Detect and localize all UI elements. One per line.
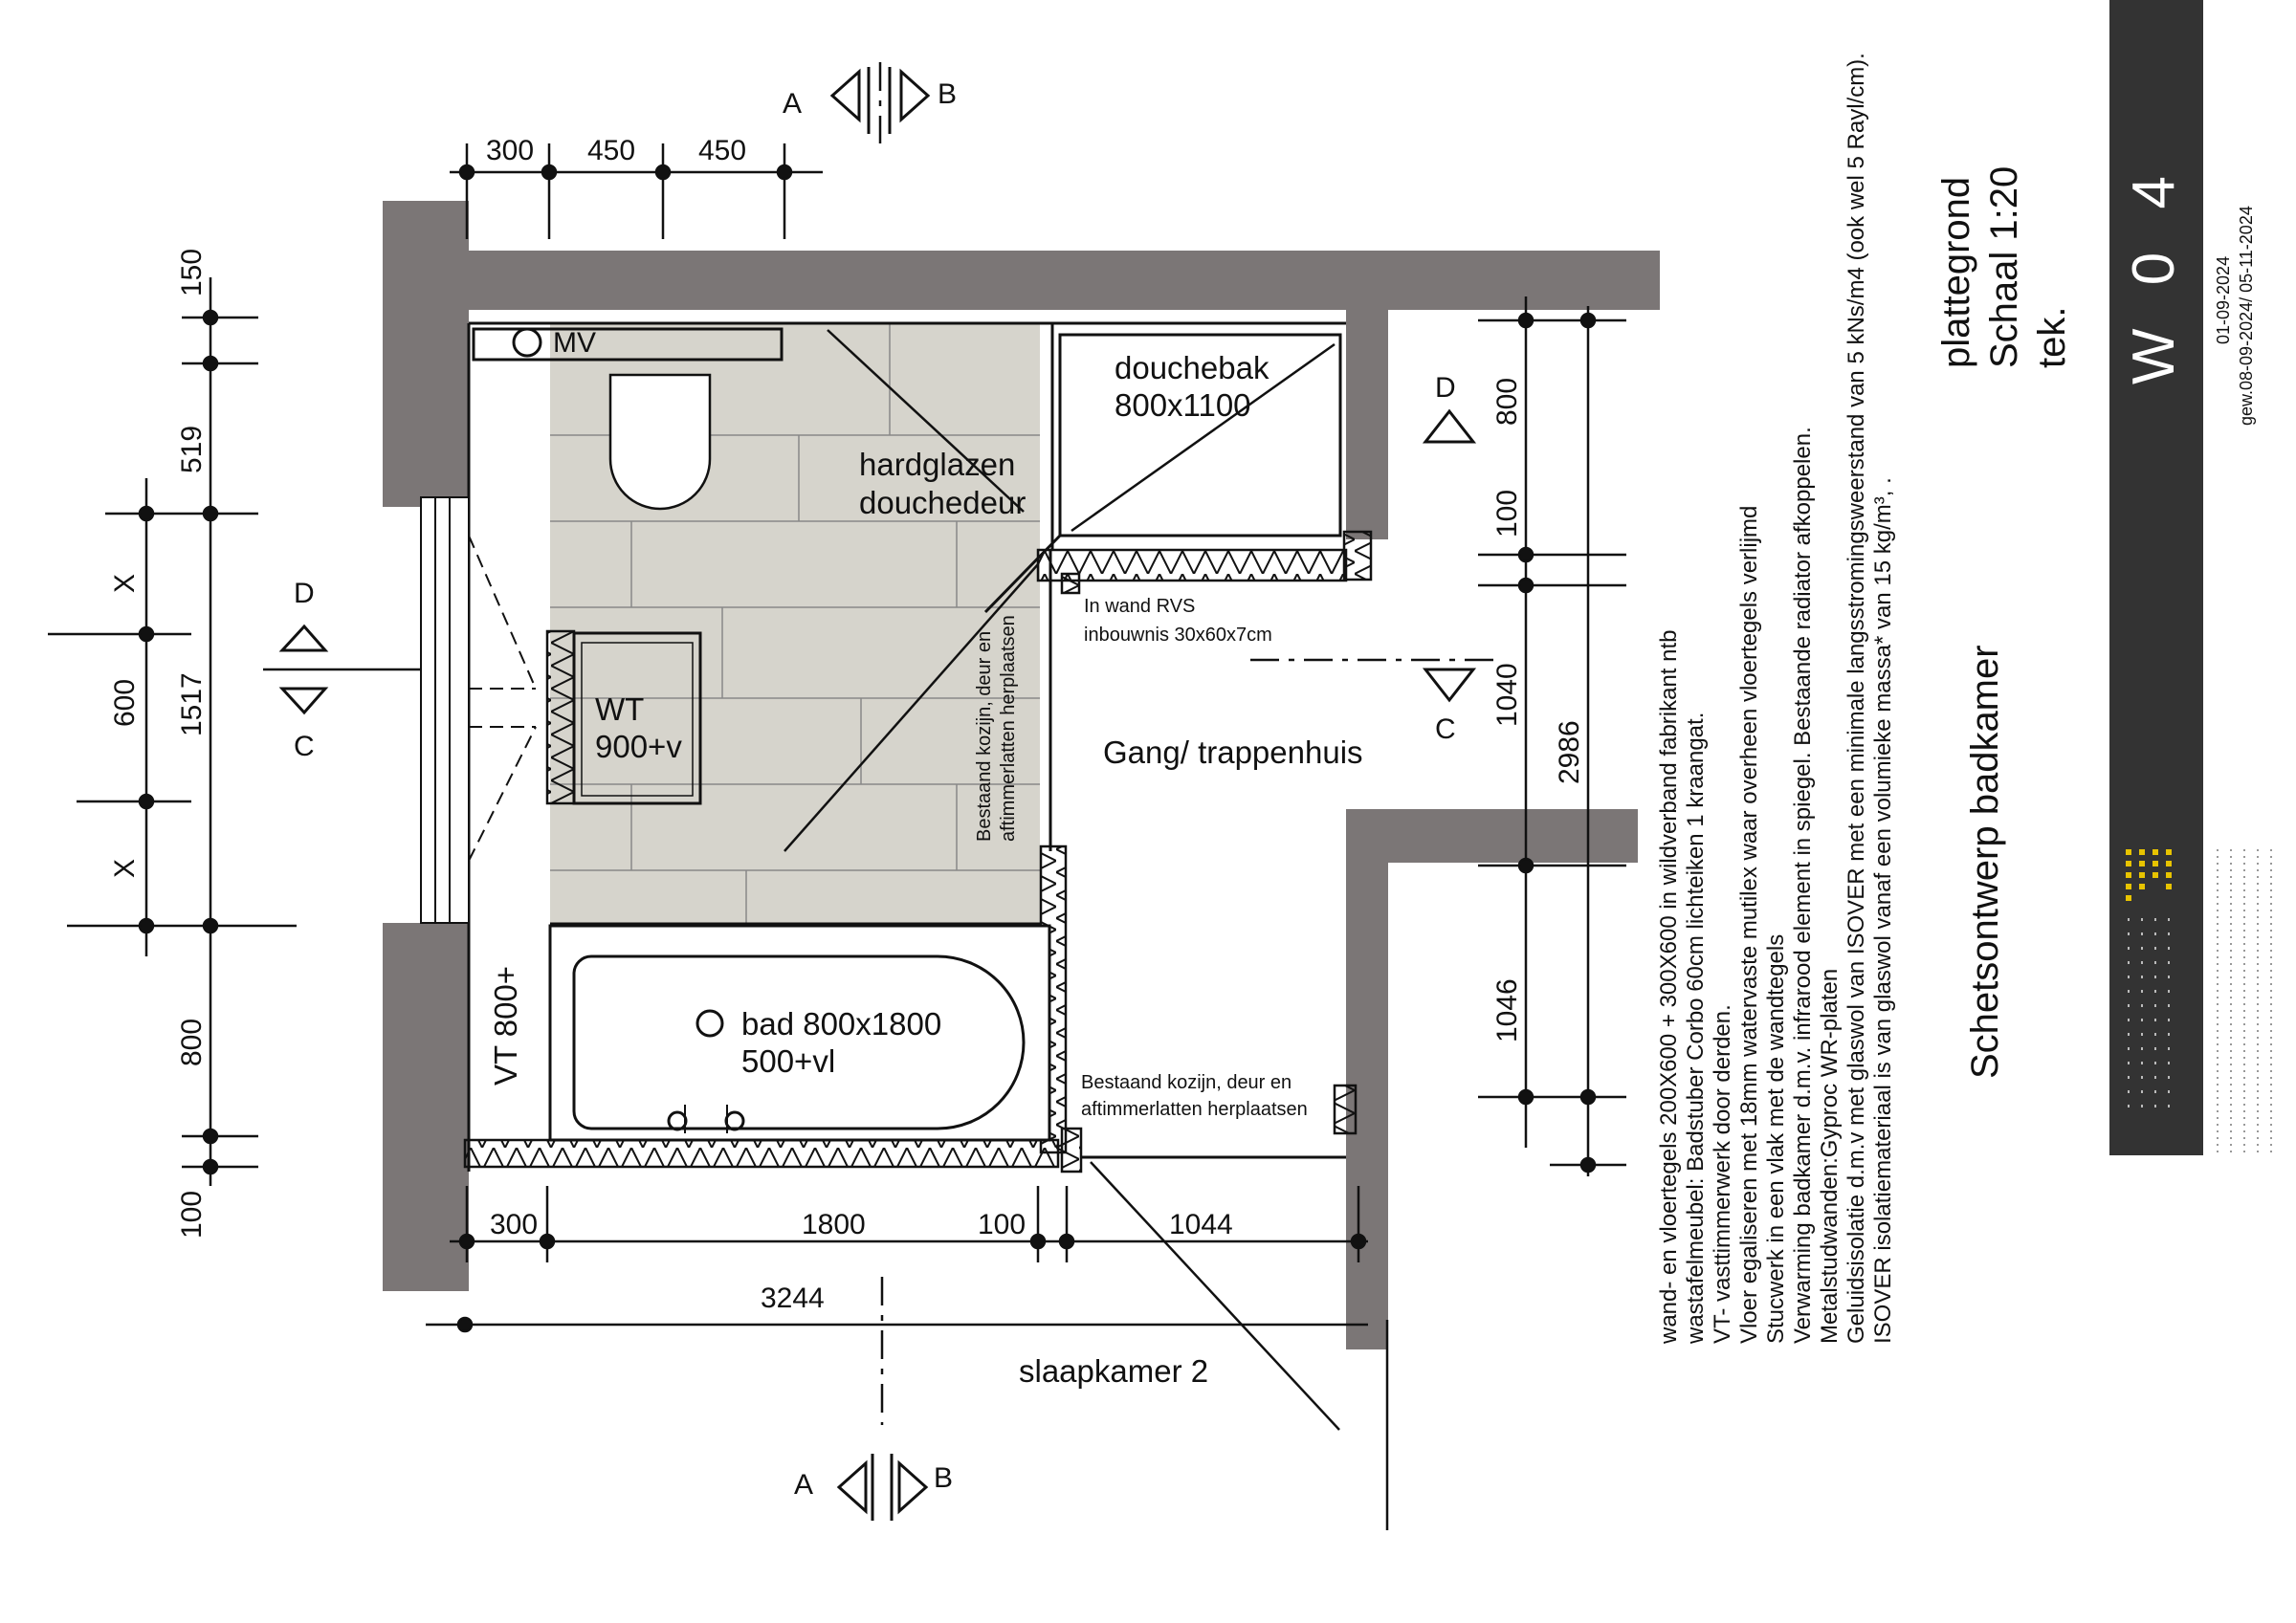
dim-top-450-a: 450 bbox=[587, 135, 635, 166]
note-8: Geluidsisolatie d.m.v met glaswol van IS… bbox=[1843, 53, 1869, 1344]
dim-bottom-100: 100 bbox=[978, 1209, 1026, 1240]
washbasin-label: WT bbox=[595, 691, 644, 727]
dim-left-x-b: X bbox=[109, 859, 141, 878]
section-d-right: D bbox=[1435, 372, 1456, 404]
mv-duct bbox=[472, 327, 784, 362]
dim-bottom-1044: 1044 bbox=[1169, 1209, 1233, 1240]
dim-left-600: 600 bbox=[109, 679, 141, 727]
shower-door-lines bbox=[784, 329, 1340, 1431]
frame-label-v1: Bestaand kozijn, deur en bbox=[974, 631, 995, 842]
vt-label: VT 800+ bbox=[488, 966, 523, 1086]
title-block bbox=[2109, 0, 2203, 1155]
frame-label-v2: aftimmerlatten herplaatsen bbox=[998, 615, 1019, 842]
wall-right-lower bbox=[1346, 809, 1388, 1349]
note-7: Metalstudwanden:Gyproc WR-platen bbox=[1817, 969, 1843, 1344]
toilet-bowl bbox=[608, 373, 712, 511]
dim-right-2986: 2986 bbox=[1554, 720, 1585, 784]
title-scale: Schaal 1:20 bbox=[1983, 166, 2025, 368]
bathtub bbox=[548, 924, 1051, 1142]
washbasin bbox=[545, 629, 702, 805]
title-plan: plattegrond bbox=[1935, 177, 1977, 368]
section-d-left: D bbox=[294, 578, 315, 609]
dimension-texts: 300 450 450 150 519 1517 800 100 X 600 X… bbox=[109, 135, 1585, 1314]
room-labels: MV douchebak 800x1100 hardglazen douched… bbox=[488, 327, 1363, 1389]
existing-walls bbox=[383, 201, 1660, 1349]
frame-label-h1: Bestaand kozijn, deur en bbox=[1081, 1072, 1292, 1093]
note-3: VT- vasttimmerwerk door derden. bbox=[1710, 1004, 1735, 1344]
note-1: wand- en vloertegels 200X600 + 300X600 i… bbox=[1656, 629, 1682, 1345]
bath-label: bad 800x1800 bbox=[741, 1006, 941, 1042]
shower-tray bbox=[1058, 333, 1342, 537]
niche-label-2: inbouwnis 30x60x7cm bbox=[1084, 625, 1272, 646]
wall-right-upper bbox=[1346, 310, 1388, 539]
note-5: Stucwerk in een vlak met de wandtegels bbox=[1763, 934, 1789, 1344]
wall-left-upper bbox=[383, 201, 469, 507]
shower-size-label: 800x1100 bbox=[1115, 387, 1251, 423]
wall-left-lower bbox=[383, 923, 469, 1291]
dim-right-800: 800 bbox=[1491, 378, 1523, 426]
dim-left-150: 150 bbox=[176, 249, 208, 296]
bedroom-label: slaapkamer 2 bbox=[1019, 1353, 1208, 1389]
tile-area bbox=[550, 323, 1040, 924]
hallway-label: Gang/ trappenhuis bbox=[1103, 735, 1363, 770]
note-2: wastafelmeubel: Badstuber Corbo 60cm lic… bbox=[1683, 713, 1709, 1345]
shower-label: douchebak bbox=[1115, 350, 1269, 385]
niche-label-1: In wand RVS bbox=[1084, 596, 1195, 617]
washbasin-height-label: 900+v bbox=[595, 729, 682, 764]
design-title: Schetsontwerp badkamer bbox=[1964, 645, 2006, 1079]
note-9: ISOVER isolatiemateriaal is van glaswol … bbox=[1870, 477, 1896, 1344]
glass-door-label-1: hardglazen bbox=[859, 447, 1015, 482]
dim-right-1040: 1040 bbox=[1491, 663, 1523, 727]
dim-bottom-300: 300 bbox=[490, 1209, 538, 1240]
notes: wand- en vloertegels 200X600 + 300X600 i… bbox=[1656, 53, 1896, 1345]
dim-left-800: 800 bbox=[176, 1019, 208, 1066]
wall-mid-right bbox=[1346, 809, 1638, 863]
dim-left-x-a: X bbox=[109, 574, 141, 593]
section-b-bottom: B bbox=[934, 1462, 953, 1494]
dim-right-100: 100 bbox=[1491, 490, 1523, 537]
frame-label-h2: aftimmerlatten herplaatsen bbox=[1081, 1099, 1308, 1120]
section-symbols bbox=[278, 67, 1477, 1521]
window bbox=[420, 496, 537, 924]
dim-top-450-b: 450 bbox=[698, 135, 746, 166]
dimension-lines bbox=[48, 62, 1626, 1530]
section-c-right: C bbox=[1435, 713, 1456, 745]
section-a-top: A bbox=[783, 88, 802, 120]
dim-bottom-1800: 1800 bbox=[802, 1209, 866, 1240]
dim-top-300: 300 bbox=[486, 135, 534, 166]
section-c-left: C bbox=[294, 731, 315, 762]
title-texts: plattegrond Schaal 1:20 tek. Schetsontwe… bbox=[1935, 166, 2073, 1079]
note-4: Vloer egaliseren met 18mm watervaste mut… bbox=[1736, 506, 1762, 1344]
title-tek: tek. bbox=[2031, 307, 2073, 368]
glass-door-label-2: douchedeur bbox=[859, 485, 1026, 520]
mv-label: MV bbox=[553, 327, 596, 359]
dim-total-3244: 3244 bbox=[761, 1283, 825, 1314]
dim-left-100: 100 bbox=[176, 1191, 208, 1239]
note-6: Verwarming badkamer d.m.v. infrarood ele… bbox=[1790, 427, 1816, 1344]
section-a-bottom: A bbox=[794, 1469, 813, 1501]
metalstud-walls bbox=[463, 530, 1373, 1173]
section-b-top: B bbox=[938, 78, 957, 110]
wall-top bbox=[421, 251, 1660, 310]
dim-right-1046: 1046 bbox=[1491, 978, 1523, 1042]
dim-left-1517: 1517 bbox=[176, 672, 208, 736]
bath-height-label: 500+vl bbox=[741, 1043, 835, 1079]
dim-left-519: 519 bbox=[176, 426, 208, 473]
mv-vent-icon bbox=[512, 327, 542, 358]
section-letters: A B A B D C D C bbox=[294, 78, 1456, 1501]
